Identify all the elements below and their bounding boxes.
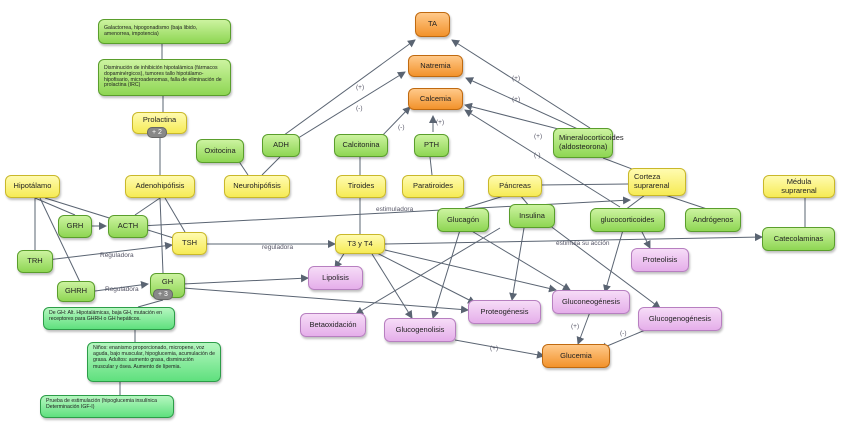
expand-gh-badge[interactable]: + 3: [153, 289, 173, 300]
estimula-accion-label: estimula su acción: [556, 240, 610, 247]
t3-t4-node[interactable]: T3 y T4: [335, 234, 385, 254]
calcitonina-calcemia-label: (-): [398, 124, 405, 131]
catecolaminas-node[interactable]: Catecolaminas: [762, 227, 835, 251]
adh-natremia-label: (-): [356, 105, 363, 112]
grh-node[interactable]: GRH: [58, 215, 92, 238]
calcemia-node[interactable]: Calcemia: [408, 88, 463, 110]
mineralocorticoides-node[interactable]: Mineralocorticoides (aldosteorona): [553, 128, 624, 158]
estimuladora-label: estimuladora: [376, 206, 414, 213]
mineral-natremia-label: (+): [512, 96, 521, 103]
betaoxidacion-node[interactable]: Betaoxidación: [300, 313, 366, 337]
gluco-calcemia-label: (-): [534, 152, 541, 159]
ta-node[interactable]: TA: [415, 12, 450, 37]
pth-calcemia-label: (+): [436, 119, 445, 126]
corteza-suprarrenal-node[interactable]: Corteza suprarenal: [628, 168, 686, 196]
glucagon-node[interactable]: Glucagón: [437, 208, 489, 232]
prueba-estimulacion-node[interactable]: Prueba de estimulación (hipoglucemia ins…: [40, 395, 174, 418]
pth-node[interactable]: PTH: [414, 134, 449, 157]
de-gh-causes-node[interactable]: De GH: Alt. Hipotalámicas, baja GH, muta…: [43, 307, 175, 330]
gluconeogenesis-node[interactable]: Gluconeogénesis: [552, 290, 630, 314]
adh-node[interactable]: ADH: [262, 134, 300, 157]
adh-ta-label: (+): [356, 84, 365, 91]
oxitocina-node[interactable]: Oxitocina: [196, 139, 244, 163]
paratiroides-node[interactable]: Paratiroides: [402, 175, 464, 198]
ninos-adultos-node[interactable]: Niños: enanismo proporcionado, micropene…: [87, 342, 221, 382]
proteogenesis-node[interactable]: Proteogénesis: [468, 300, 541, 324]
neurohipofisis-node[interactable]: Neurohipófisis: [224, 175, 290, 198]
glucogenogenesis-node[interactable]: Glucogenogénesis: [638, 307, 722, 331]
proteolisis-node[interactable]: Proteolisis: [631, 248, 689, 272]
medula-suprarrenal-node[interactable]: Médula suprarenal: [763, 175, 835, 198]
acth-node[interactable]: ACTH: [108, 215, 148, 238]
glucogenolisis-glucemia-label: (+): [490, 345, 499, 352]
glucemia-node[interactable]: Glucemia: [542, 344, 610, 368]
disminucion-node[interactable]: Disminución de inhibición hipotalámica (…: [98, 59, 231, 96]
prolactina-label: Prolactina: [142, 114, 177, 124]
calcitonina-node[interactable]: Calcitonina: [334, 134, 388, 157]
insulina-node[interactable]: Insulina: [509, 204, 555, 228]
expand-prolactina-badge[interactable]: + 2: [147, 127, 167, 138]
adenohipofisis-node[interactable]: Adenohipófisis: [125, 175, 195, 198]
reguladora-trh-label: Reguladora: [100, 252, 134, 259]
ghrh-node[interactable]: GHRH: [57, 281, 95, 302]
reguladora-ghrh-label: Reguladora: [105, 286, 139, 293]
gh-label: GH: [161, 277, 174, 287]
glucogeno-glucemia-label: (-): [620, 330, 627, 337]
trh-node[interactable]: TRH: [17, 250, 53, 273]
androgenos-node[interactable]: Andrógenos: [685, 208, 741, 232]
tiroides-node[interactable]: Tiroides: [336, 175, 386, 198]
hipotalamo-node[interactable]: Hipotálamo: [5, 175, 60, 198]
galactorrea-node[interactable]: Galactorrea, hipogonadismo (baja libido,…: [98, 19, 231, 44]
glucocorticoides-node[interactable]: glucocorticoides: [590, 208, 665, 232]
gluconeo-glucemia-label: (+): [571, 323, 580, 330]
natremia-node[interactable]: Natremia: [408, 55, 463, 77]
glucogenolisis-node[interactable]: Glucogenolisis: [384, 318, 456, 342]
pancreas-node[interactable]: Páncreas: [488, 175, 542, 197]
mineral-ta-label: (+): [512, 75, 521, 82]
mineral-calcemia-label: (+): [534, 133, 543, 140]
reguladora-tsh-label: reguladora: [262, 244, 294, 251]
lipolisis-node[interactable]: Lipolisis: [308, 266, 363, 290]
tsh-node[interactable]: TSH: [172, 232, 207, 255]
